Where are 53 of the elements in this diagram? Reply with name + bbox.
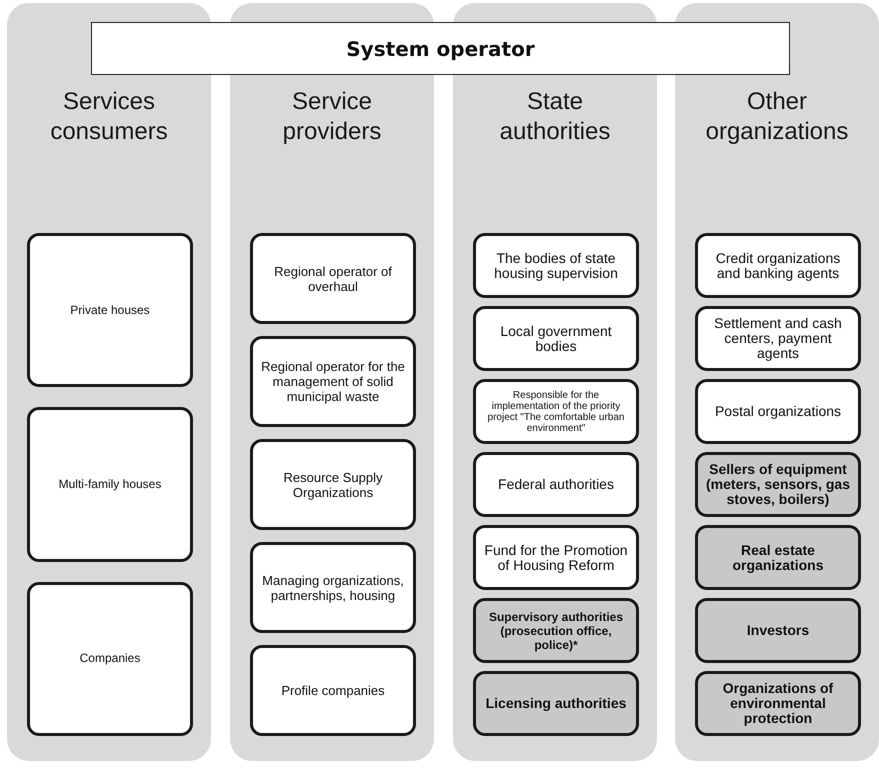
category-box bbox=[695, 379, 861, 444]
box-label: Companies bbox=[80, 651, 140, 666]
category-box bbox=[250, 645, 416, 736]
category-box bbox=[695, 452, 861, 517]
box-label: Resource Supply Organizations bbox=[282, 470, 384, 500]
box-label: Responsible for the implementation of the priority project "The comfortable urban environment" bbox=[486, 390, 626, 434]
column-heading: Other organizations bbox=[704, 87, 850, 147]
box-label: Federal authorities bbox=[498, 477, 614, 492]
header-label: System operator bbox=[346, 36, 535, 62]
category-box bbox=[695, 306, 861, 371]
box-label: Sellers of equipment (meters, sensors, gas stoves, boilers) bbox=[705, 462, 851, 507]
category-box bbox=[473, 598, 639, 663]
category-box bbox=[695, 671, 861, 736]
category-box bbox=[695, 525, 861, 590]
category-box bbox=[695, 233, 861, 298]
category-box bbox=[250, 439, 416, 530]
box-label: Multi-family houses bbox=[58, 476, 162, 492]
box-label: Licensing authorities bbox=[486, 696, 626, 711]
category-box bbox=[250, 542, 416, 633]
column-band bbox=[230, 3, 434, 761]
category-box bbox=[473, 306, 639, 371]
category-box bbox=[473, 525, 639, 590]
box-label: Investors bbox=[746, 623, 810, 638]
box-label: The bodies of state housing supervision bbox=[493, 250, 619, 280]
box-label: Supervisory authorities (prosecution office, police)* bbox=[488, 610, 624, 652]
box-label: Settlement and cash centers, payment agents bbox=[713, 316, 843, 361]
column-heading: Services consumers bbox=[49, 87, 169, 147]
box-label: Organizations of environmental protection bbox=[722, 681, 834, 726]
header-box bbox=[91, 22, 790, 75]
box-label: Private houses bbox=[70, 302, 150, 318]
box-label: Managing organizations, partnerships, housing bbox=[261, 572, 405, 602]
category-box bbox=[473, 452, 639, 517]
box-label: Postal organizations bbox=[714, 404, 842, 419]
box-label: Regional operator of overhaul bbox=[273, 264, 393, 294]
box-label: Real estate organizations bbox=[731, 542, 824, 572]
box-label: Credit organizations and banking agents bbox=[714, 250, 842, 280]
category-box bbox=[473, 379, 639, 444]
category-box bbox=[27, 407, 193, 562]
category-box bbox=[695, 598, 861, 663]
box-label: Profile companies bbox=[281, 683, 385, 698]
category-box bbox=[250, 336, 416, 427]
column-heading: Service providers bbox=[282, 87, 382, 147]
category-box bbox=[473, 671, 639, 736]
box-label: Regional operator for the management of solid municipal waste bbox=[260, 359, 406, 404]
category-box bbox=[473, 233, 639, 298]
category-box bbox=[250, 233, 416, 324]
column-band bbox=[7, 3, 211, 761]
column-band bbox=[675, 3, 879, 761]
box-label: Fund for the Promotion of Housing Reform bbox=[483, 542, 629, 572]
category-box bbox=[27, 582, 193, 736]
box-label: Local government bodies bbox=[499, 324, 613, 354]
column-heading: State authorities bbox=[498, 87, 612, 147]
category-box bbox=[27, 233, 193, 388]
